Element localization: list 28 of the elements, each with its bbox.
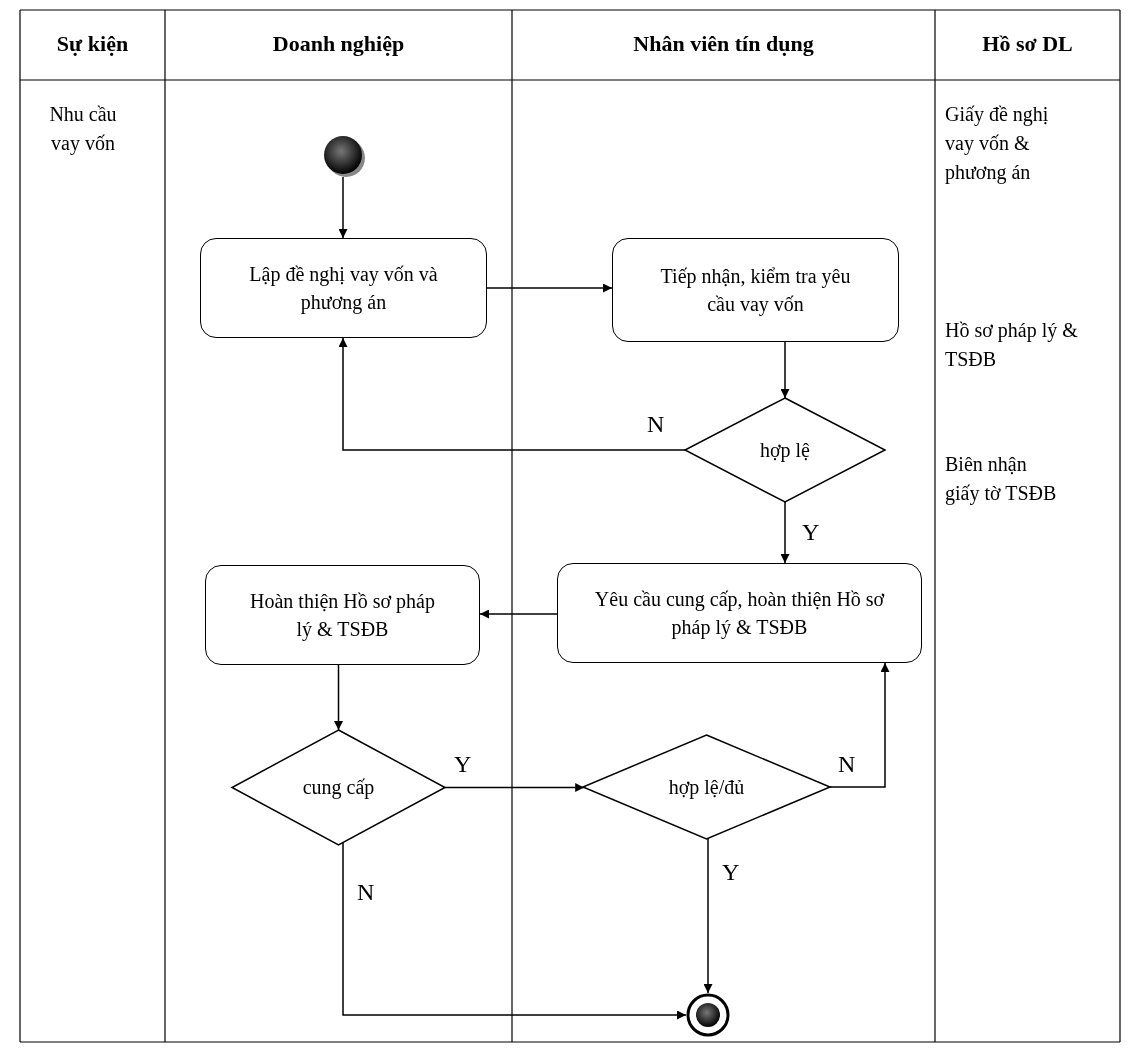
column-header: Hồ sơ DL [981,30,1074,58]
document-text: Biên nhận giấy tờ TSĐB [945,452,1058,507]
arrow [338,176,348,239]
arrow [829,662,890,788]
arrow [780,341,790,399]
arrow [479,609,558,619]
arrow [780,501,790,564]
decision-diamond: cung cấp [232,730,445,845]
document-text: Giấy đề nghị vay vốn & phương án [945,102,1050,186]
arrow [338,337,686,451]
activity-box: Tiếp nhận, kiểm tra yêu cầu vay vốn [612,238,899,342]
activity-box: Lập đề nghị vay vốn và phương án [200,238,487,338]
decision-diamond: hợp lệ/đủ [583,735,830,839]
arrow [703,837,713,994]
arrow [334,664,343,731]
column-header: Sự kiện [55,30,130,58]
start-node [321,133,365,177]
end-node [686,993,730,1037]
arrow [444,783,585,792]
activity-box: Hoàn thiện Hồ sơ pháp lý & TSĐB [205,565,480,665]
activity-box: Yêu cầu cung cấp, hoàn thiện Hồ sơ pháp lý & TSĐB [557,563,922,663]
document-text: Hồ sơ pháp lý & TSĐB [945,318,1079,372]
column-header: Doanh nghiệp [271,30,406,58]
column-header: Nhân viên tín dụng [632,30,815,58]
decision-diamond: hợp lệ [685,398,885,502]
arrow [486,283,613,293]
event-text: Nhu cầu vay vốn [48,102,118,157]
arrow [342,841,687,1020]
